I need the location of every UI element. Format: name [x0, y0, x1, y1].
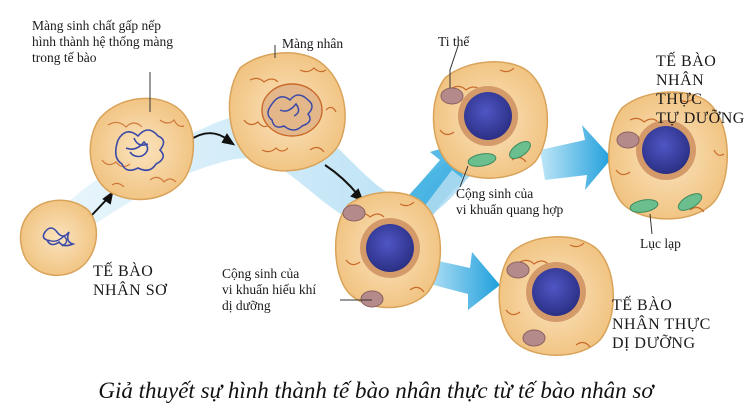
arrow-to-autotroph [540, 125, 612, 190]
label-mitochondrion: Ti thể [438, 34, 470, 49]
arrow-to-heterotroph [422, 252, 500, 310]
figure-caption: Giả thuyết sự hình thành tế bào nhân thự… [98, 378, 654, 403]
label-chloroplast: Lục lạp [640, 236, 681, 251]
stage-prokaryote: TẾ BÀO NHÂN SƠ [93, 263, 168, 299]
label-folded-membrane: Màng sinh chất gấp nếp hình thành hệ thố… [32, 18, 173, 65]
cell-photosynthetic-symbiosis [432, 61, 549, 179]
cell-aerobic-symbiosis [334, 191, 442, 309]
stage-heterotroph: TẾ BÀO NHÂN THỰC DỊ DƯỠNG [612, 297, 711, 352]
cell-folded-membrane [89, 97, 195, 201]
stage-autotroph: TẾ BÀO NHÂN THỰC TỰ DƯỠNG [656, 53, 745, 127]
label-photosynthetic-symbiosis: Cộng sinh của vi khuẩn quang hợp [456, 186, 564, 217]
leader-lines [149, 45, 653, 301]
cell-autotroph [608, 91, 728, 220]
cell-heterotroph [498, 236, 614, 356]
label-nuclear-membrane: Màng nhân [282, 36, 344, 51]
cell-prokaryote [19, 199, 98, 277]
cell-nuclear-membrane [228, 52, 346, 172]
label-aerobic-symbiosis: Cộng sinh của vi khuẩn hiếu khí dị dưỡng [222, 266, 317, 313]
